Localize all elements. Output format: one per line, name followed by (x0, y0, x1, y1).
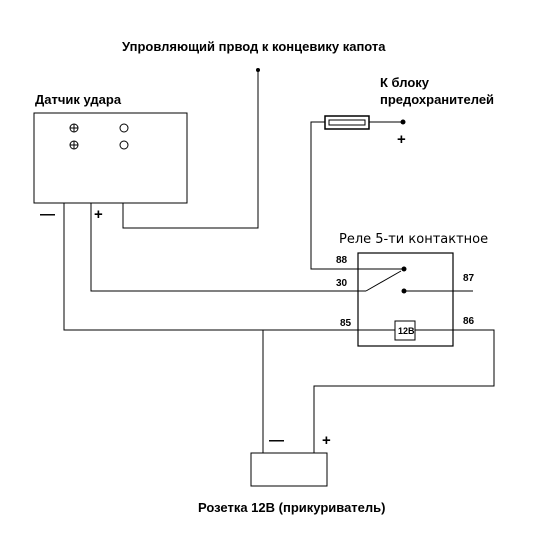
socket-title: Розетка 12В (прикуриватель) (198, 500, 385, 515)
hood-wire-caption: Упровляющий првод к концевику капота (122, 39, 386, 54)
relay-title: Реле 5-ти контактное (339, 232, 488, 247)
cigarette-socket-box (250, 452, 328, 487)
socket-minus-label: — (269, 432, 284, 449)
relay-switch-contacts (358, 266, 453, 294)
sensor-connector-terminals (69, 123, 129, 150)
wire-fuse-to-88 (310, 121, 358, 270)
shock-sensor-title: Датчик удара (35, 92, 122, 107)
fuse-plus-label: + (397, 131, 406, 148)
relay-pin-86: 86 (463, 316, 475, 327)
relay-coil-label: 12В (398, 326, 415, 336)
fuse-element (328, 119, 366, 126)
fuse-icon (324, 115, 370, 130)
wire-86-to-socket-plus (313, 329, 495, 453)
terminal-open-icon (119, 140, 129, 150)
wire-sensor-minus-to-85 (63, 203, 358, 331)
socket-plus-label: + (322, 432, 331, 449)
fuse-block-label-line2: предохранителей (380, 92, 494, 107)
wire-sensor-plus-to-30 (90, 203, 358, 292)
fuse-block-label-line1: К блоку (380, 75, 430, 90)
relay-pin-87: 87 (463, 273, 475, 284)
sensor-plus-label: + (94, 206, 103, 223)
wire-hood-control (122, 70, 259, 229)
relay-box (357, 252, 454, 347)
shock-sensor-box (33, 112, 188, 204)
relay-pin-88: 88 (336, 255, 348, 266)
wires (63, 68, 495, 453)
sensor-minus-label: — (40, 206, 55, 223)
relay-pin-30: 30 (336, 278, 348, 289)
relay-coil (358, 320, 453, 341)
relay-pin-85: 85 (340, 318, 352, 329)
hood-wire-end-dot (256, 68, 260, 72)
terminal-open-icon (119, 123, 129, 133)
